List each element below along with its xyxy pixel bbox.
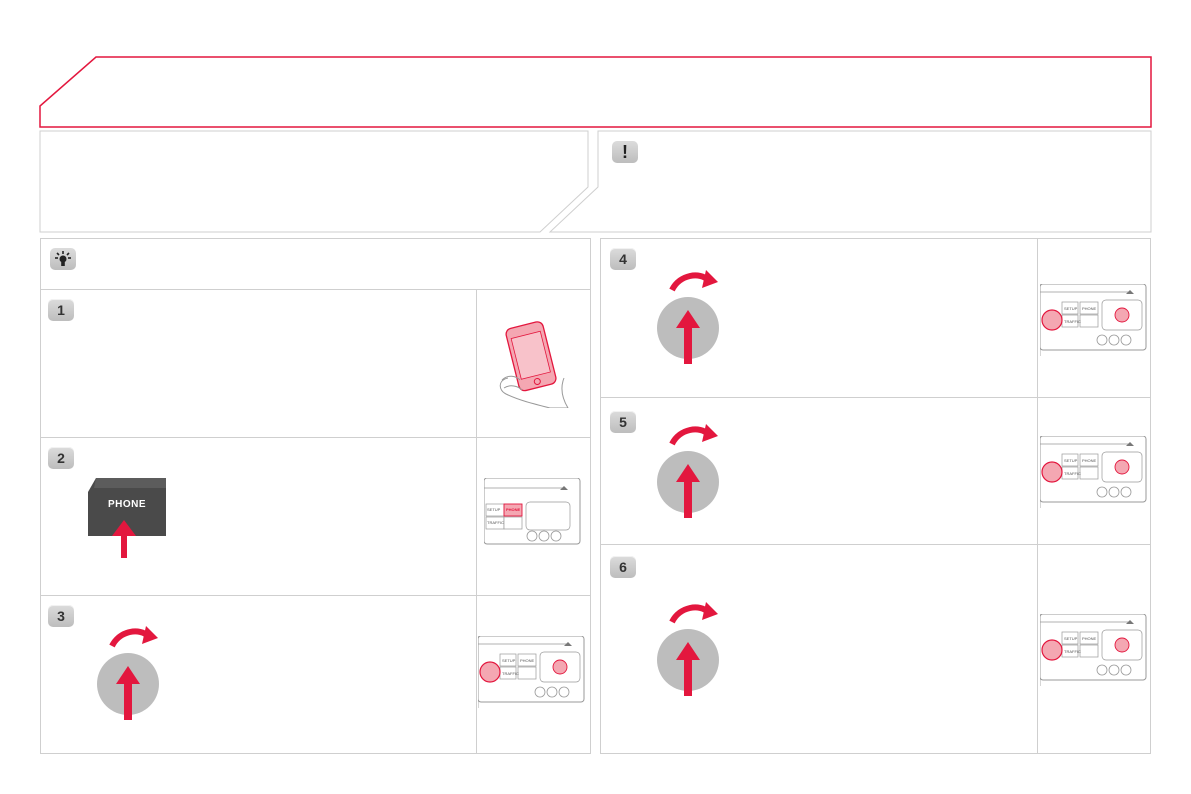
setup-key-label: SETUP [1064, 306, 1078, 311]
radio-panel-knob-illustration: SETUP TRAFFIC PHONE [478, 636, 588, 708]
traffic-key-label: TRAFFIC [1064, 319, 1081, 324]
divider [40, 437, 591, 438]
setup-key-label: SETUP [487, 507, 501, 512]
rotate-press-knob-icon [650, 268, 730, 368]
divider [476, 289, 477, 754]
radio-panel-phone-illustration: SETUP TRAFFIC PHONE [484, 478, 590, 548]
step-number: 6 [610, 556, 636, 578]
radio-panel-knob-illustration: SETUP TRAFFIC PHONE [1040, 614, 1150, 686]
tip-badge [50, 248, 76, 270]
top-left-panel [39, 130, 1152, 233]
radio-panel-knob-illustration: SETUP TRAFFIC PHONE [1040, 284, 1150, 356]
step-number: 3 [48, 605, 74, 627]
divider [40, 595, 591, 596]
traffic-key-label: TRAFFIC [487, 520, 504, 525]
step-number: 1 [48, 299, 74, 321]
divider [40, 289, 591, 290]
phone-key-label: PHONE [1082, 636, 1097, 641]
divider [1037, 238, 1038, 754]
rotate-press-knob-icon [650, 422, 730, 522]
exclamation-icon: ! [622, 142, 628, 162]
lightbulb-icon [55, 251, 71, 266]
radio-panel-knob-illustration: SETUP TRAFFIC PHONE [1040, 436, 1150, 508]
step-number: 4 [610, 248, 636, 270]
setup-key-label: SETUP [1064, 458, 1078, 463]
traffic-key-label: TRAFFIC [1064, 471, 1081, 476]
phone-key-label: PHONE [520, 658, 535, 663]
warning-badge: ! [612, 141, 638, 163]
divider [600, 544, 1151, 545]
setup-key-label: SETUP [502, 658, 516, 663]
rotate-press-knob-icon [650, 600, 730, 700]
phone-button-illustration: PHONE [88, 478, 166, 536]
step-number: 5 [610, 411, 636, 433]
header-banner [39, 56, 1152, 128]
smartphone-in-hand-illustration [499, 321, 569, 408]
traffic-key-label: TRAFFIC [502, 671, 519, 676]
step-number: 2 [48, 447, 74, 469]
divider [600, 397, 1151, 398]
phone-key-label: PHONE [1082, 306, 1097, 311]
setup-key-label: SETUP [1064, 636, 1078, 641]
phone-key-label: PHONE [506, 507, 521, 512]
rotate-press-knob-icon [90, 624, 170, 724]
press-arrow-icon [112, 520, 136, 558]
phone-button-label: PHONE [107, 499, 147, 510]
phone-key-label: PHONE [1082, 458, 1097, 463]
traffic-key-label: TRAFFIC [1064, 649, 1081, 654]
